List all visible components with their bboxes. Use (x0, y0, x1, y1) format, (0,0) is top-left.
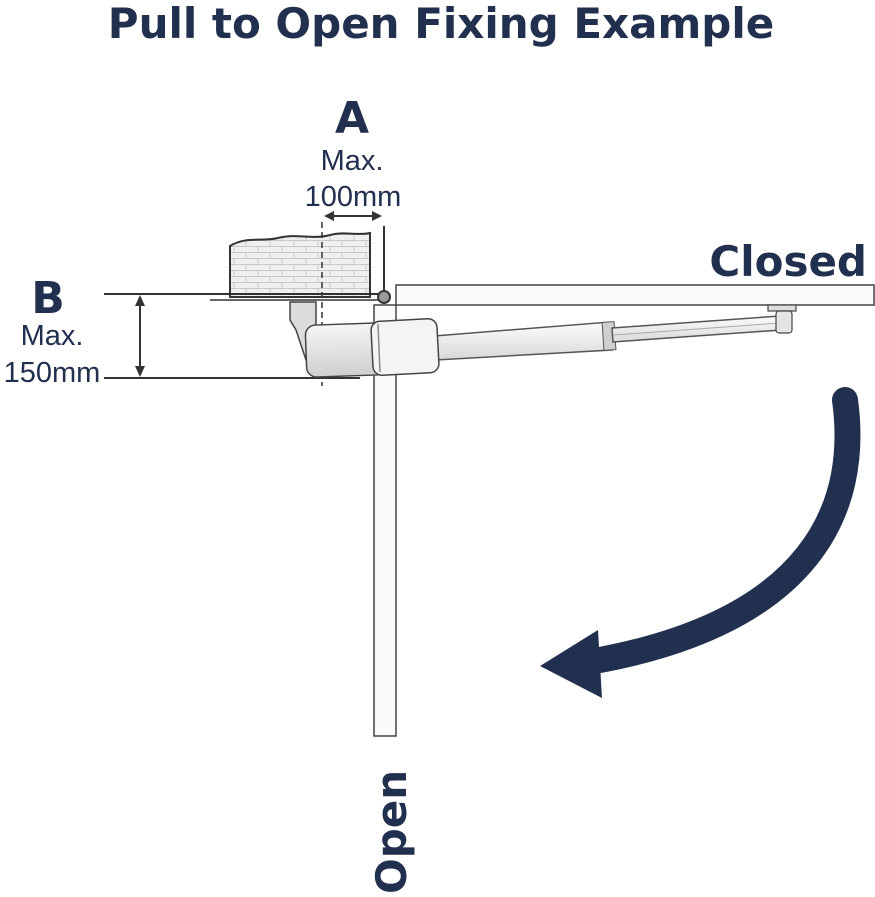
dimension-b-value: 150mm (4, 357, 101, 389)
gate-leaf-open (373, 304, 397, 737)
dimension-a-arrow (324, 211, 382, 221)
dimension-a-value: 100mm (305, 181, 402, 213)
actuator-rod (433, 315, 782, 361)
dimension-a-letter: A (335, 93, 369, 144)
dimension-b-arrow (135, 295, 145, 377)
motor-body (304, 318, 440, 378)
dimension-b-max: Max. (21, 320, 84, 352)
gate-leaf-closed (395, 284, 875, 306)
hinge-pivot (377, 290, 391, 304)
dimension-b-letter: B (31, 273, 65, 324)
pillar-wall (229, 226, 385, 298)
gate-bracket (767, 304, 797, 334)
opening-direction-arrow (540, 387, 861, 698)
dimension-a-max: Max. (321, 145, 384, 177)
page-title: Pull to Open Fixing Example (108, 0, 774, 48)
open-label: Open (367, 770, 416, 894)
closed-label: Closed (709, 237, 867, 286)
